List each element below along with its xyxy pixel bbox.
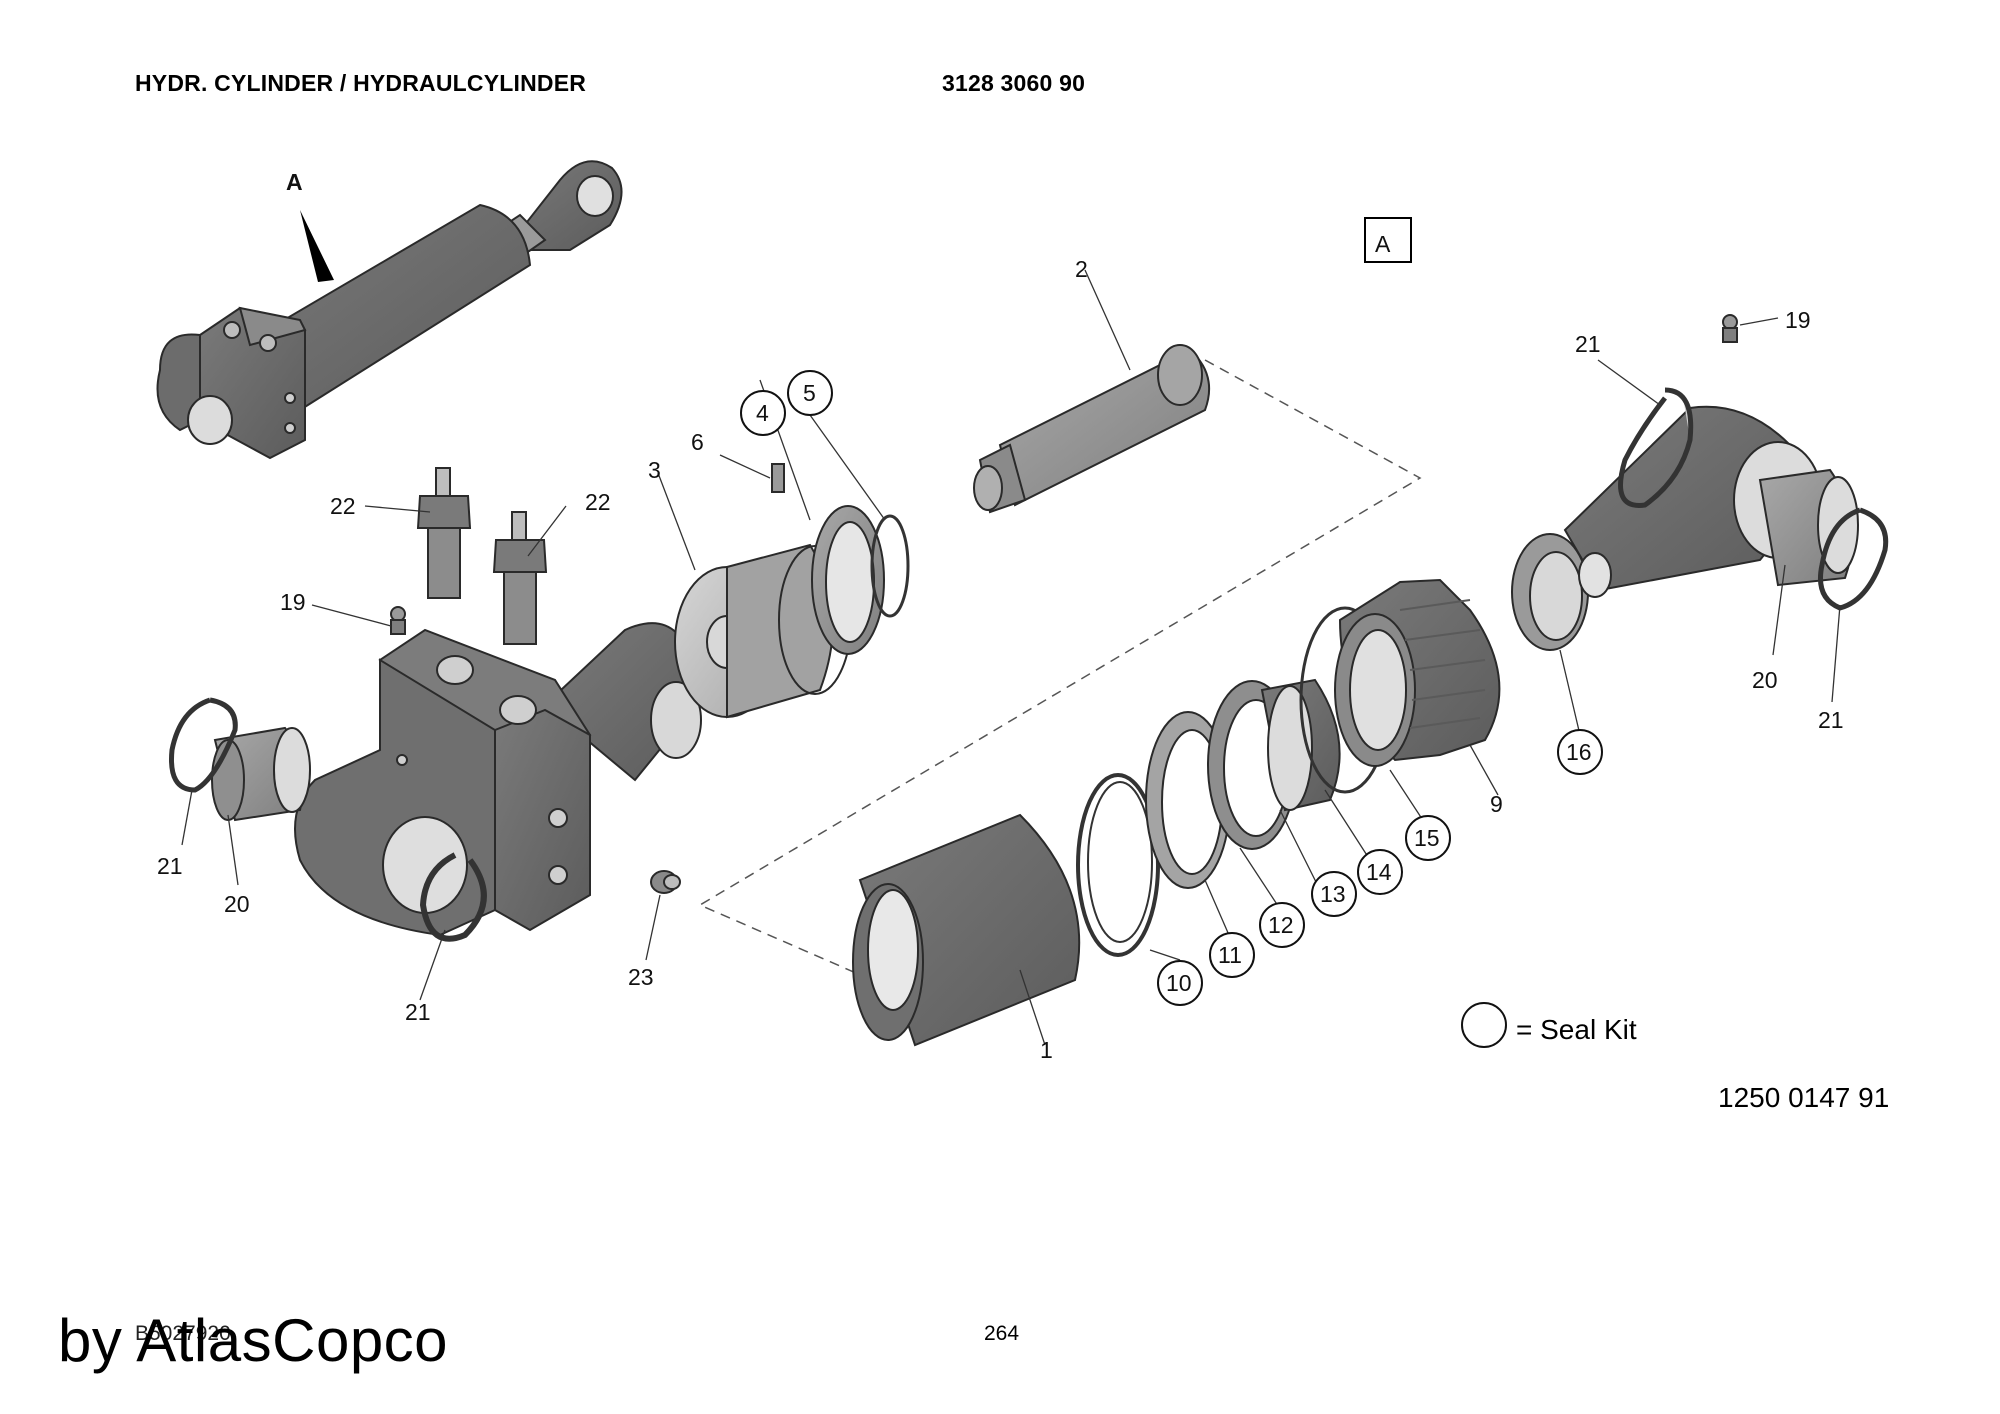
circlip-21-right-top <box>1618 387 1694 508</box>
detail-view-label: A <box>1375 231 1391 257</box>
seal-10 <box>1076 773 1160 957</box>
seal-10-inner <box>1087 781 1153 943</box>
set-screw-6 <box>771 463 785 493</box>
piston-rod-2 <box>973 344 1211 514</box>
callout-21-right-top: 21 <box>1575 331 1601 357</box>
callout-21-left: 21 <box>157 853 183 879</box>
circlip-21-housing <box>419 852 487 942</box>
page-number: 264 <box>984 1322 1020 1345</box>
callout-3: 3 <box>648 457 661 483</box>
callout-5: 5 <box>803 380 816 406</box>
base-housing <box>294 622 702 937</box>
callout-19-left: 19 <box>280 589 306 615</box>
callout-4: 4 <box>756 400 769 426</box>
cylinder-head-9 <box>1334 578 1501 767</box>
seal-kit-markers <box>740 370 1603 1048</box>
part-number: 3128 3060 90 <box>942 70 1086 96</box>
seal-4 <box>811 505 885 655</box>
piston-3 <box>674 543 852 719</box>
valve-22-right <box>492 511 548 645</box>
callout-6: 6 <box>691 429 704 455</box>
assembly-guideline <box>698 359 1422 991</box>
callout-13: 13 <box>1320 881 1346 907</box>
wiper-16 <box>1511 533 1589 651</box>
callout-19-right: 19 <box>1785 307 1811 333</box>
callout-20-left: 20 <box>224 891 250 917</box>
callout-2: 2 <box>1075 256 1088 282</box>
reference-code: B5027920 <box>135 1322 231 1345</box>
callout-9: 9 <box>1490 791 1503 817</box>
view-arrow: A <box>286 169 334 282</box>
grease-nipple-19-right <box>1722 314 1738 343</box>
detail-view-marker: A <box>1364 217 1412 263</box>
seal-kit-legend-circle <box>1461 1002 1507 1048</box>
callout-15: 15 <box>1414 825 1440 851</box>
bushing-20-right <box>1758 468 1859 587</box>
seal-kit-legend: = Seal Kit <box>1516 1014 1637 1045</box>
oring-5 <box>870 514 910 618</box>
callout-12: 12 <box>1268 912 1294 938</box>
page-title: HYDR. CYLINDER / HYDRAULCYLINDER <box>135 70 587 96</box>
callout-20-right: 20 <box>1752 667 1778 693</box>
callout-11: 11 <box>1218 942 1242 968</box>
callout-21-right-bottom: 21 <box>1818 707 1844 733</box>
view-arrow-label: A <box>286 169 303 195</box>
grease-nipple-19-left <box>390 606 406 635</box>
circlip-21-left <box>168 697 238 793</box>
callout-16: 16 <box>1566 739 1592 765</box>
valve-22-left <box>416 467 472 599</box>
drawing-number: 1250 0147 91 <box>1718 1082 1890 1113</box>
overview-cylinder <box>156 160 623 460</box>
callout-22-left: 22 <box>330 493 356 519</box>
cylinder-tube-1 <box>852 813 1081 1047</box>
callout-14: 14 <box>1366 859 1392 885</box>
plug-23 <box>650 870 681 894</box>
callout-23: 23 <box>628 964 654 990</box>
callout-21-housing: 21 <box>405 999 431 1025</box>
callout-1: 1 <box>1040 1037 1053 1063</box>
callout-10: 10 <box>1166 970 1192 996</box>
bushing-20-left <box>211 726 311 822</box>
watermark: by AtlasCopco <box>58 1307 449 1374</box>
callout-22-right: 22 <box>585 489 611 515</box>
